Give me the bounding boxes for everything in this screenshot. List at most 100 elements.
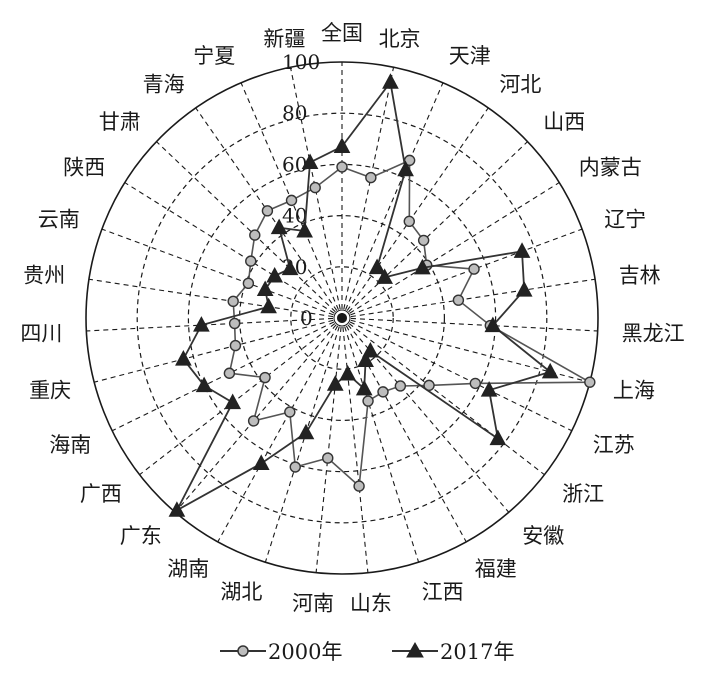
tick-label: 100 [282,50,320,74]
spoke-6 [341,228,583,319]
axis-label: 辽宁 [604,208,646,232]
data-point-2000 [245,255,257,267]
data-point-2000 [223,367,236,379]
data-point-2017 [168,501,186,517]
center-ring [333,309,351,327]
axis-label: 山东 [350,592,392,616]
data-point-2000 [336,161,348,173]
tick-label: 20 [282,255,307,279]
data-point-2017 [260,297,277,314]
data-point-2017 [414,258,431,275]
data-point-2017 [266,266,283,283]
axis-label: 甘肃 [99,110,141,134]
axis-label: 广西 [80,482,122,506]
axis-label: 贵州 [23,264,65,288]
spoke-7 [341,278,596,319]
series-0 [223,154,596,492]
spoke-10 [341,317,573,432]
spoke-15 [341,317,369,573]
axis-label: 云南 [38,208,80,232]
spoke-2 [341,82,444,319]
data-point-2017 [296,221,313,238]
spoke-12 [341,317,510,513]
data-point-2017 [513,242,531,258]
data-point-2017 [382,73,399,89]
grid-ring-80 [136,112,548,524]
data-point-2017 [333,137,351,153]
series-lines [168,73,596,517]
axis-label: 天津 [449,44,491,68]
data-point-2017 [193,316,210,332]
spoke-16 [315,317,343,573]
tick-label: 60 [282,152,307,176]
axis-label: 宁夏 [193,44,235,68]
data-point-2000 [259,371,271,384]
axis-label: 湖北 [220,580,262,604]
grid-ring-20 [290,266,394,370]
data-point-2000 [322,452,334,464]
axis-label: 内蒙古 [579,156,642,180]
data-point-2000 [249,229,261,241]
spoke-23 [86,317,343,332]
data-point-2017 [368,258,386,275]
data-point-2017 [397,160,414,177]
axis-label: 江西 [422,580,464,604]
data-point-2000 [584,376,596,388]
axis-label: 江苏 [593,433,635,457]
data-point-2000 [417,234,430,247]
axis-label: 新疆 [263,27,305,51]
spoke-24 [88,278,343,319]
spoke-9 [341,317,590,383]
axis-label: 青海 [143,72,185,96]
data-point-2017 [195,376,213,393]
data-point-2017 [297,423,315,440]
axis-label: 海南 [49,433,91,457]
data-point-2017 [484,316,502,333]
data-point-2017 [301,153,319,170]
data-point-2000 [469,377,482,390]
data-point-2000 [284,406,296,418]
data-point-2017 [256,280,274,297]
data-point-2000 [353,480,365,492]
axis-label: 陕西 [63,156,105,180]
data-point-2017 [480,381,498,397]
spoke-17 [264,317,343,563]
spoke-27 [156,141,343,319]
data-point-2017 [224,393,242,410]
data-point-2017 [376,268,394,284]
data-point-2000 [377,386,389,398]
axis-label: 广东 [120,524,162,548]
data-point-2017 [281,259,299,276]
data-point-2017 [339,364,357,381]
data-point-2000 [468,263,480,275]
spoke-18 [217,317,343,543]
spoke-13 [341,317,467,543]
axis-label: 上海 [613,379,655,403]
data-point-2000 [261,205,274,217]
axis-label: 福建 [475,557,517,581]
data-point-2017 [515,281,533,297]
spoke-25 [101,228,343,319]
data-point-2017 [489,429,507,446]
spoke-8 [341,317,598,332]
spoke-3 [341,107,489,319]
tick-label: 80 [282,101,307,125]
axis-label: 安徽 [522,524,564,548]
data-point-2000 [247,415,260,427]
axis-label: 全国 [321,21,363,45]
data-point-2000 [362,395,374,407]
series-1 [168,73,559,517]
legend-item-2000: 2000年 [220,640,342,664]
tick-label: 0 [300,306,313,330]
legend-label-2017: 2017年 [440,640,514,664]
data-point-2017 [355,379,373,396]
data-point-2000 [394,380,407,392]
data-point-2017 [252,454,270,470]
axis-label: 北京 [379,27,421,51]
data-point-2000 [403,215,415,228]
data-point-2000 [227,295,239,308]
spoke-11 [341,317,545,476]
legend-triangle-marker [406,641,424,658]
data-point-2017 [357,351,374,368]
